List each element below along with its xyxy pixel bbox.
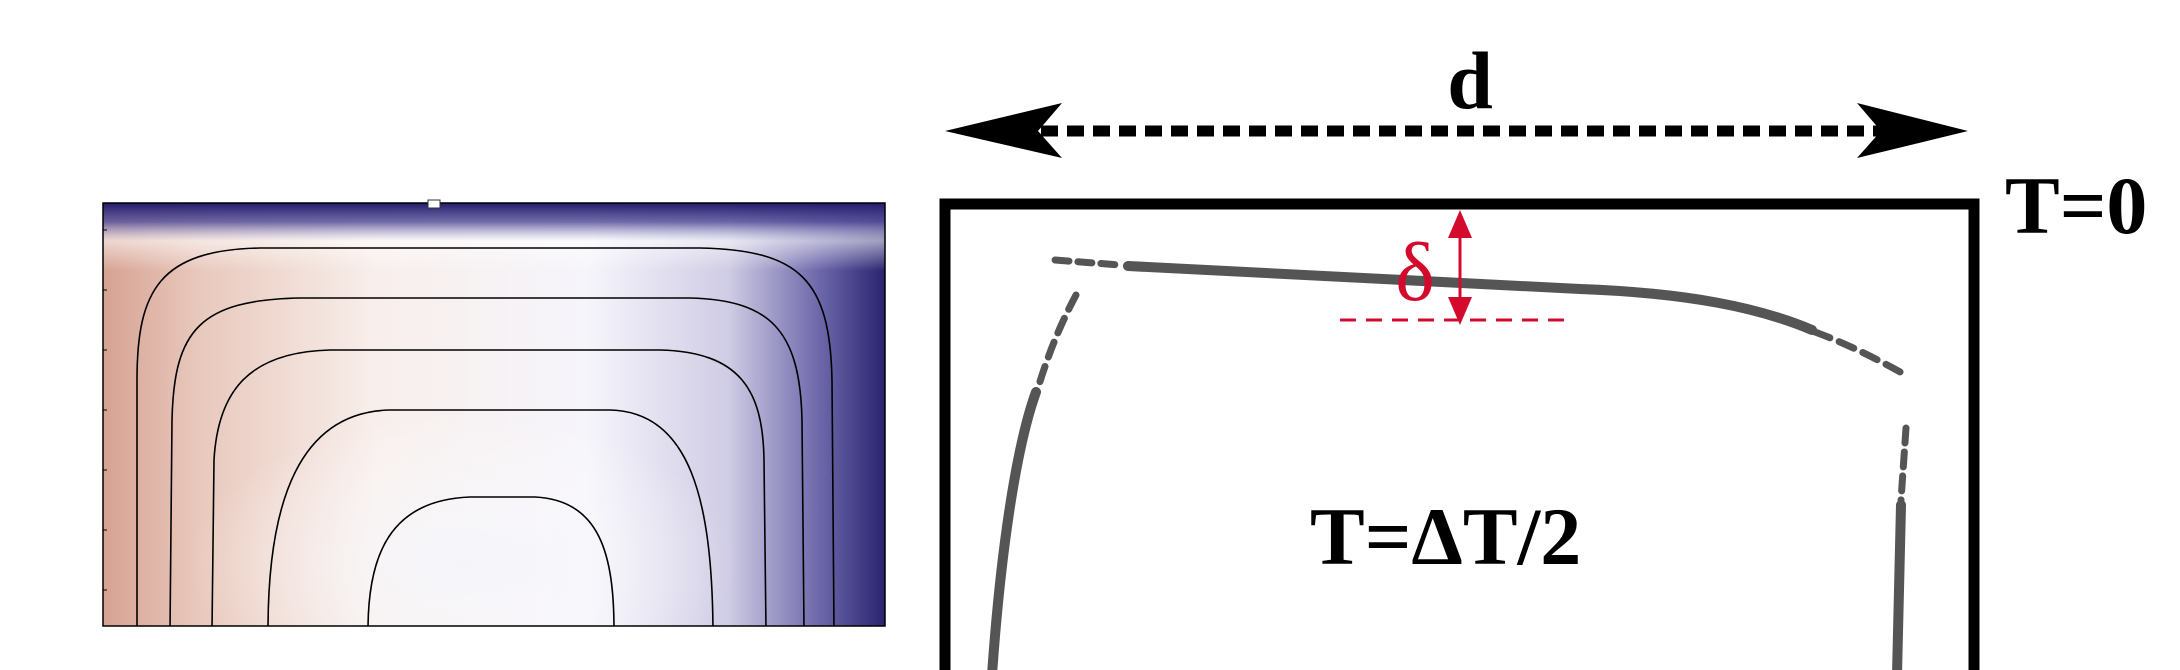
arrowhead-right bbox=[1857, 103, 1968, 158]
boundary-layer-left-solid bbox=[987, 387, 1041, 670]
isotherm-contour-5 bbox=[367, 496, 615, 626]
boundary-layer-top-solid bbox=[1123, 261, 1817, 335]
boundary-layer-right-dashed bbox=[1897, 424, 1910, 504]
panel-frame bbox=[102, 202, 886, 627]
top-boundary-label: T=0 bbox=[2005, 160, 2147, 251]
isotherm-contour-3 bbox=[211, 349, 767, 626]
arrowhead-left bbox=[945, 103, 1062, 158]
boundary-layer-left-dashed bbox=[1034, 291, 1080, 392]
box-walls bbox=[939, 198, 1980, 670]
core-region-shade bbox=[103, 203, 885, 626]
isotherm-contour-2 bbox=[169, 297, 805, 626]
width-dimension-arrow bbox=[945, 103, 1968, 158]
boundary-layer-right-solid bbox=[1892, 500, 1906, 670]
delta-arrowhead-up bbox=[1448, 210, 1472, 238]
width-label: d bbox=[1447, 35, 1493, 126]
schematic-panel: d T=0 T=ΔT/2 δ bbox=[939, 35, 2147, 670]
boundary-layer-top-left-dashed bbox=[1051, 256, 1124, 269]
temperature-field-panel bbox=[102, 199, 886, 627]
boundary-layer-thickness-label: δ bbox=[1395, 226, 1435, 319]
isotherm-contour-4 bbox=[267, 409, 714, 626]
interior-temperature-label: T=ΔT/2 bbox=[1310, 491, 1581, 582]
boundary-layer-thickness-marker bbox=[1340, 210, 1566, 325]
delta-arrowhead-down bbox=[1448, 297, 1472, 325]
left-axis-ticks bbox=[103, 229, 107, 591]
boundary-layer-edge bbox=[987, 256, 1910, 670]
boundary-layer-top-right-dashed bbox=[1811, 328, 1906, 377]
small-marker-icon bbox=[427, 199, 441, 209]
isotherm-contour-1 bbox=[136, 247, 835, 626]
